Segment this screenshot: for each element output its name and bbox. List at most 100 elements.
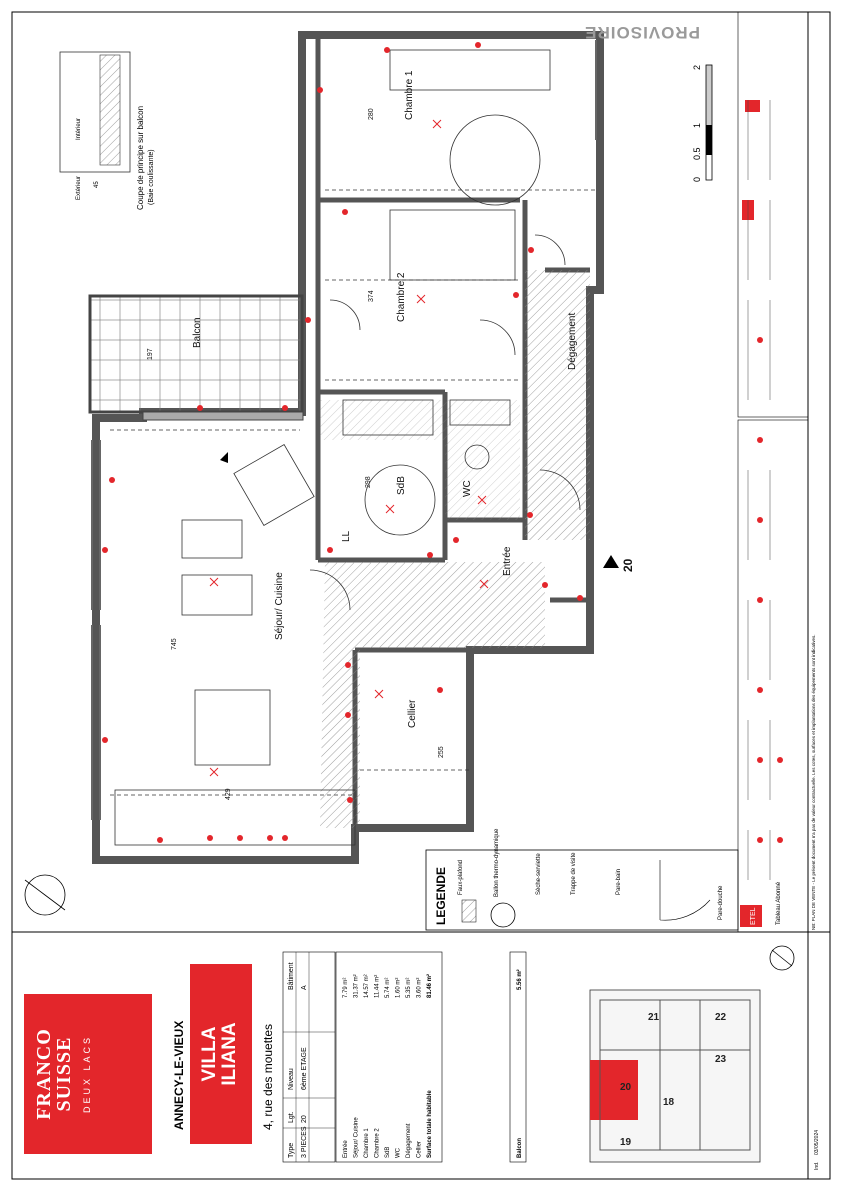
svg-text:Ind.: Ind.: [814, 1162, 820, 1170]
project-address: 4, rue des mouettes: [261, 1024, 275, 1130]
section-exterieur: Extérieur: [76, 176, 82, 200]
svg-text:Type: Type: [288, 1143, 295, 1158]
view-marker-icon: [603, 555, 619, 568]
surfaces-table: Entrée 7.79 m² Séjour/ Cuisine 31.37 m² Cham…: [335, 951, 443, 1163]
svg-text:3 PIECES: 3 PIECES: [301, 1126, 308, 1158]
svg-text:Sèche-serviette: Sèche-serviette: [536, 853, 542, 895]
svg-text:0.5: 0.5: [692, 147, 702, 160]
dim-197: 197: [147, 348, 154, 360]
brand-line1: FRANCO: [33, 1028, 55, 1120]
room-wc: WC: [462, 480, 473, 497]
brand-line3: DEUX LACS: [82, 1034, 92, 1114]
room-sejour: Séjour/ Cuisine: [274, 572, 285, 640]
light-points: [209, 119, 489, 777]
dim-255: 255: [438, 746, 445, 758]
project-name-badge: VILLA ILIANA: [190, 964, 252, 1144]
surface-room-label: WC: [396, 1147, 402, 1158]
balcony-section-detail: Coupe de principe sur balcon (Baie couli…: [59, 51, 155, 210]
svg-text:0: 0: [692, 177, 702, 182]
sheet-border: [11, 11, 831, 1180]
surface-room-area: 11.44 m²: [375, 975, 381, 998]
surface-room-label: Cellier: [417, 1141, 423, 1158]
project-info: ANNECY-LE-VIEUX 4, rue des mouettes: [172, 1021, 275, 1130]
svg-text:Trappe de visite: Trappe de visite: [571, 852, 577, 895]
surface-room-area: 1.60 m²: [396, 978, 402, 998]
section-subtitle: (Baie coulissante): [148, 149, 155, 205]
room-balcon: Balcon: [192, 317, 203, 348]
project-city: ANNECY-LE-VIEUX: [172, 1021, 186, 1130]
svg-text:A: A: [301, 985, 308, 990]
surface-room-label: SdB: [385, 1147, 391, 1158]
svg-text:03/05/2024: 03/05/2024: [814, 1130, 820, 1155]
provisoire-stamp: PROVISOIRE: [584, 23, 700, 42]
room-ll: LL: [341, 530, 352, 542]
compass-icon: [24, 874, 795, 971]
svg-text:2: 2: [692, 65, 702, 70]
section-interieur: Intérieur: [76, 118, 82, 140]
dim-429: 429: [225, 788, 232, 800]
legend-title: LEGENDE: [434, 867, 448, 925]
svg-text:Balcon: Balcon: [517, 1138, 523, 1158]
room-sdb: SdB: [396, 476, 407, 495]
svg-text:Lgt.: Lgt.: [288, 1111, 295, 1123]
surface-room-area: 5.74 m²: [385, 978, 391, 998]
surface-room-area: 7.79 m²: [343, 978, 349, 998]
summary-table: Type Lgt. Niveau Bâtiment 3 PIECES 20 6è…: [282, 951, 336, 1163]
key-lot-20: 20: [620, 1082, 632, 1093]
svg-text:ETEL: ETEL: [750, 907, 757, 925]
svg-text:NB: PLAN DE VENTE - Le présent: NB: PLAN DE VENTE - Le présent document …: [811, 634, 816, 930]
lot-number: 20: [621, 558, 635, 572]
room-entree: Entrée: [502, 546, 513, 576]
electrical-legend: ETEL Tableau Abonné: [737, 11, 809, 933]
section-title: Coupe de principe sur balcon: [136, 106, 145, 210]
brand-logo: FRANCO SUISSE DEUX LACS: [24, 994, 152, 1154]
svg-text:1: 1: [692, 123, 702, 128]
footer: Ind. 03/05/2024 NB: PLAN DE VENTE - Le p…: [811, 634, 820, 1170]
dim-745: 745: [171, 638, 178, 650]
brand-line2: SUISSE: [53, 1036, 75, 1112]
room-chambre2: Chambre 2: [396, 272, 407, 322]
scale-bar: 0 0.5 1 2: [692, 64, 713, 182]
project-name-line2: ILIANA: [219, 1022, 240, 1086]
room-chambre1: Chambre 1: [404, 70, 415, 120]
svg-text:Pare-douche: Pare-douche: [718, 885, 724, 920]
surface-room-label: Surface totale habitable: [427, 1090, 433, 1158]
electric-symbols: [102, 42, 583, 843]
key-lot-19: 19: [620, 1137, 632, 1148]
surface-room-area: 31.37 m²: [354, 974, 360, 998]
svg-text:6ème ETAGE: 6ème ETAGE: [301, 1047, 308, 1090]
room-cellier: Cellier: [407, 699, 418, 728]
svg-text:Ballon thermo-dynamique: Ballon thermo-dynamique: [494, 828, 500, 897]
location-key-plan: 19 20 21 22 23 18: [589, 989, 761, 1163]
surface-room-label: Entrée: [343, 1140, 349, 1158]
svg-text:Tableau Abonné: Tableau Abonné: [776, 881, 782, 925]
dim-374: 374: [368, 290, 375, 302]
surface-room-label: Séjour/ Cuisine: [354, 1117, 360, 1158]
surface-room-area: 3.60 m²: [417, 978, 423, 998]
svg-text:Pare-bain: Pare-bain: [616, 869, 622, 895]
floor-plan: [88, 31, 619, 864]
svg-text:Niveau: Niveau: [288, 1068, 295, 1090]
key-lot-22: 22: [715, 1012, 727, 1023]
room-degagement: Dégagement: [567, 313, 578, 370]
key-lot-18: 18: [663, 1097, 675, 1108]
surface-room-label: Dégagement: [406, 1123, 412, 1158]
svg-text:20: 20: [301, 1115, 308, 1123]
svg-text:5.56 m²: 5.56 m²: [516, 969, 523, 990]
surface-room-area: 81.46 m²: [426, 974, 433, 998]
svg-text:Faux-plafond: Faux-plafond: [458, 860, 464, 895]
surface-room-label: Chambre 2: [375, 1128, 381, 1158]
key-lot-23: 23: [715, 1054, 727, 1065]
dim-280: 280: [368, 108, 375, 120]
dim-298: 298: [365, 476, 372, 488]
project-name-line1: VILLA: [199, 1026, 220, 1082]
legend-panel: LEGENDE Faux-plafond Ballon thermo-dynam…: [425, 828, 739, 931]
surface-room-label: Chambre 1: [364, 1128, 370, 1158]
surface-room-area: 5.35 m²: [406, 978, 412, 998]
balcon-surface: Balcon 5.56 m²: [509, 951, 527, 1163]
section-d45: 45: [94, 181, 100, 188]
balcony: [88, 294, 304, 414]
svg-text:Bâtiment: Bâtiment: [288, 962, 295, 990]
room-labels: Chambre 1 Chambre 2 Séjour/ Cuisine Balc…: [147, 70, 635, 800]
